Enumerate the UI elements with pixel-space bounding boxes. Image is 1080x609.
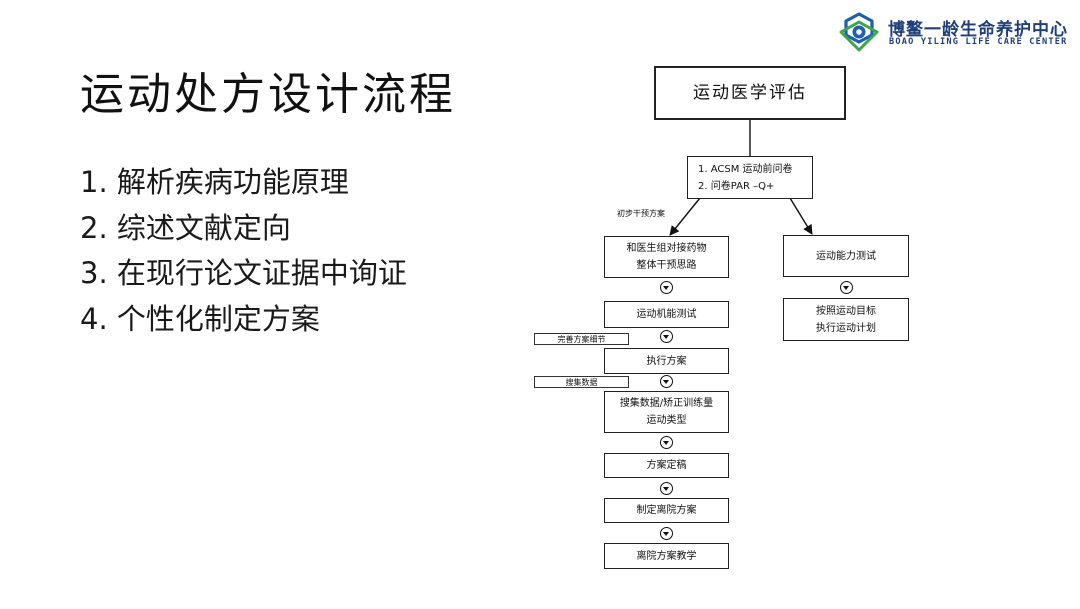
- arrow-to-doctor-box: [669, 197, 701, 236]
- collect-line-1: 搜集数据/矫正训练量: [619, 398, 714, 409]
- questionnaire-line-2: 2. 问卷PAR –Q+: [698, 180, 775, 192]
- func-test-box: 运动机能测试: [604, 301, 729, 328]
- logo-name-cn: 博鳌一龄生命养护中心: [888, 20, 1068, 40]
- flow-root-box: 运动医学评估: [654, 66, 846, 120]
- branch-label: 初步干预方案: [617, 209, 665, 218]
- questionnaire-line-1: 1. ACSM 运动前问卷: [698, 163, 793, 175]
- target-line-1: 按照运动目标: [816, 305, 876, 317]
- list-item: 4. 个性化制定方案: [80, 301, 320, 336]
- logo-name-en: BOAO YILING LIFE CARE CENTER: [889, 37, 1068, 47]
- doctor-line-1: 和医生组对接药物: [626, 243, 707, 254]
- discharge-plan-box: 制定离院方案: [604, 498, 729, 523]
- gather-tag: 搜集数据: [534, 376, 629, 388]
- logo: 博鳌一龄生命养护中心 BOAO YILING LIFE CARE CENTER: [838, 11, 1068, 53]
- doctor-box: 和医生组对接药物 整体干预思路: [604, 236, 729, 278]
- list-item: 2. 综述文献定向: [80, 210, 291, 245]
- func-test-label: 运动机能测试: [636, 309, 697, 320]
- down-arrow-icon: [660, 482, 673, 495]
- down-arrow-icon: [660, 527, 673, 540]
- list-item: 1. 解析疾病功能原理: [80, 165, 349, 199]
- list-item: 3. 在现行论文证据中询证: [80, 256, 407, 290]
- target-box: 按照运动目标 执行运动计划: [783, 298, 909, 341]
- logo-emblem-icon: [839, 12, 879, 52]
- discharge-teach-label: 离院方案教学: [636, 550, 697, 562]
- finalize-label: 方案定稿: [646, 460, 687, 471]
- down-arrow-icon: [660, 330, 673, 343]
- page-title: 运动处方设计流程: [80, 69, 456, 120]
- step-list: 1. 解析疾病功能原理 2. 综述文献定向 3. 在现行论文证据中询证 4. 个…: [80, 160, 407, 342]
- execute-box: 执行方案: [604, 348, 729, 374]
- refine-tag: 完善方案细节: [534, 333, 629, 345]
- arrow-to-ability-test: [789, 197, 813, 235]
- down-arrow-icon: [840, 281, 853, 294]
- flow-root-label: 运动医学评估: [693, 82, 807, 103]
- collect-box: 搜集数据/矫正训练量 运动类型: [604, 391, 729, 433]
- down-arrow-icon: [660, 375, 673, 388]
- doctor-line-2: 整体干预思路: [636, 260, 697, 271]
- discharge-plan-label: 制定离院方案: [636, 505, 697, 516]
- finalize-box: 方案定稿: [604, 453, 729, 478]
- collect-line-2: 运动类型: [646, 415, 687, 426]
- ability-test-label: 运动能力测试: [816, 250, 876, 262]
- execute-label: 执行方案: [646, 355, 687, 367]
- ability-test-box: 运动能力测试: [783, 235, 909, 277]
- questionnaire-box: 1. ACSM 运动前问卷 2. 问卷PAR –Q+: [687, 156, 813, 199]
- down-arrow-icon: [660, 436, 673, 449]
- target-line-2: 执行运动计划: [816, 322, 876, 334]
- down-arrow-icon: [660, 281, 673, 294]
- discharge-teach-box: 离院方案教学: [604, 543, 729, 569]
